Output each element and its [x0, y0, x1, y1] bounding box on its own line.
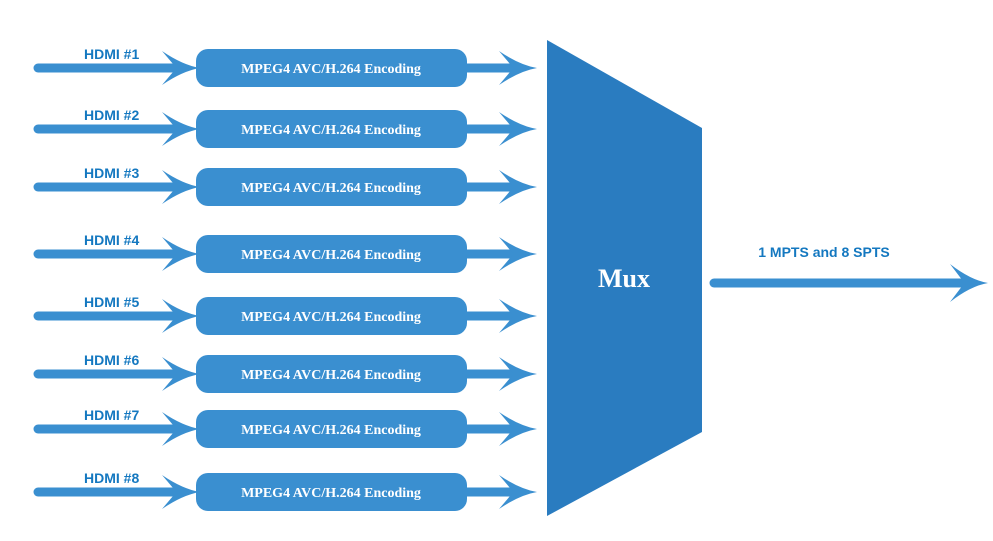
encoder-label: MPEG4 AVC/H.264 Encoding	[241, 423, 421, 438]
input-row: HDMI #5 MPEG4 AVC/H.264 Encoding	[33, 294, 537, 335]
input-arrow	[33, 51, 200, 85]
encoder-to-mux-arrow	[462, 51, 537, 85]
input-arrow	[33, 357, 200, 391]
encoder-to-mux-arrow	[462, 412, 537, 446]
input-arrow	[33, 299, 200, 333]
encoder-box	[196, 49, 467, 87]
mux-block	[547, 40, 702, 516]
encoder-to-mux-arrow	[462, 299, 537, 333]
encoder-label: MPEG4 AVC/H.264 Encoding	[241, 486, 421, 501]
encoder-to-mux-arrow	[462, 357, 537, 391]
encoder-box	[196, 110, 467, 148]
output-label: 1 MPTS and 8 SPTS	[758, 244, 889, 260]
encoder-box	[196, 355, 467, 393]
input-arrow	[33, 475, 200, 509]
encoder-box	[196, 410, 467, 448]
input-row: HDMI #1 MPEG4 AVC/H.264 Encoding	[33, 46, 537, 87]
encoder-box	[196, 473, 467, 511]
hdmi-input-label: HDMI #6	[84, 352, 139, 368]
input-arrow	[33, 170, 200, 204]
mux-label: Mux	[598, 264, 650, 293]
hdmi-input-label: HDMI #5	[84, 294, 139, 310]
input-row: HDMI #7 MPEG4 AVC/H.264 Encoding	[33, 407, 537, 448]
encoder-label: MPEG4 AVC/H.264 Encoding	[241, 368, 421, 383]
encoder-to-mux-arrow	[462, 475, 537, 509]
input-row: HDMI #6 MPEG4 AVC/H.264 Encoding	[33, 352, 537, 393]
encoder-box	[196, 235, 467, 273]
encoder-box	[196, 168, 467, 206]
hdmi-input-label: HDMI #4	[84, 232, 139, 248]
input-row: HDMI #3 MPEG4 AVC/H.264 Encoding	[33, 165, 537, 206]
input-arrow	[33, 112, 200, 146]
encoder-to-mux-arrow	[462, 112, 537, 146]
input-row: HDMI #4 MPEG4 AVC/H.264 Encoding	[33, 232, 537, 273]
hdmi-input-label: HDMI #7	[84, 407, 139, 423]
encoder-to-mux-arrow	[462, 237, 537, 271]
input-row: HDMI #2 MPEG4 AVC/H.264 Encoding	[33, 107, 537, 148]
hdmi-input-label: HDMI #3	[84, 165, 139, 181]
encoder-label: MPEG4 AVC/H.264 Encoding	[241, 181, 421, 196]
input-row: HDMI #8 MPEG4 AVC/H.264 Encoding	[33, 470, 537, 511]
input-arrow	[33, 237, 200, 271]
encoder-box	[196, 297, 467, 335]
encoder-label: MPEG4 AVC/H.264 Encoding	[241, 310, 421, 325]
hdmi-input-label: HDMI #1	[84, 46, 139, 62]
encoder-label: MPEG4 AVC/H.264 Encoding	[241, 248, 421, 263]
encoder-label: MPEG4 AVC/H.264 Encoding	[241, 123, 421, 138]
output-arrow	[709, 264, 988, 302]
hdmi-input-label: HDMI #8	[84, 470, 139, 486]
output-arrow-shape	[709, 264, 988, 302]
hdmi-input-label: HDMI #2	[84, 107, 139, 123]
input-arrow	[33, 412, 200, 446]
encoder-to-mux-arrow	[462, 170, 537, 204]
encoder-label: MPEG4 AVC/H.264 Encoding	[241, 62, 421, 77]
